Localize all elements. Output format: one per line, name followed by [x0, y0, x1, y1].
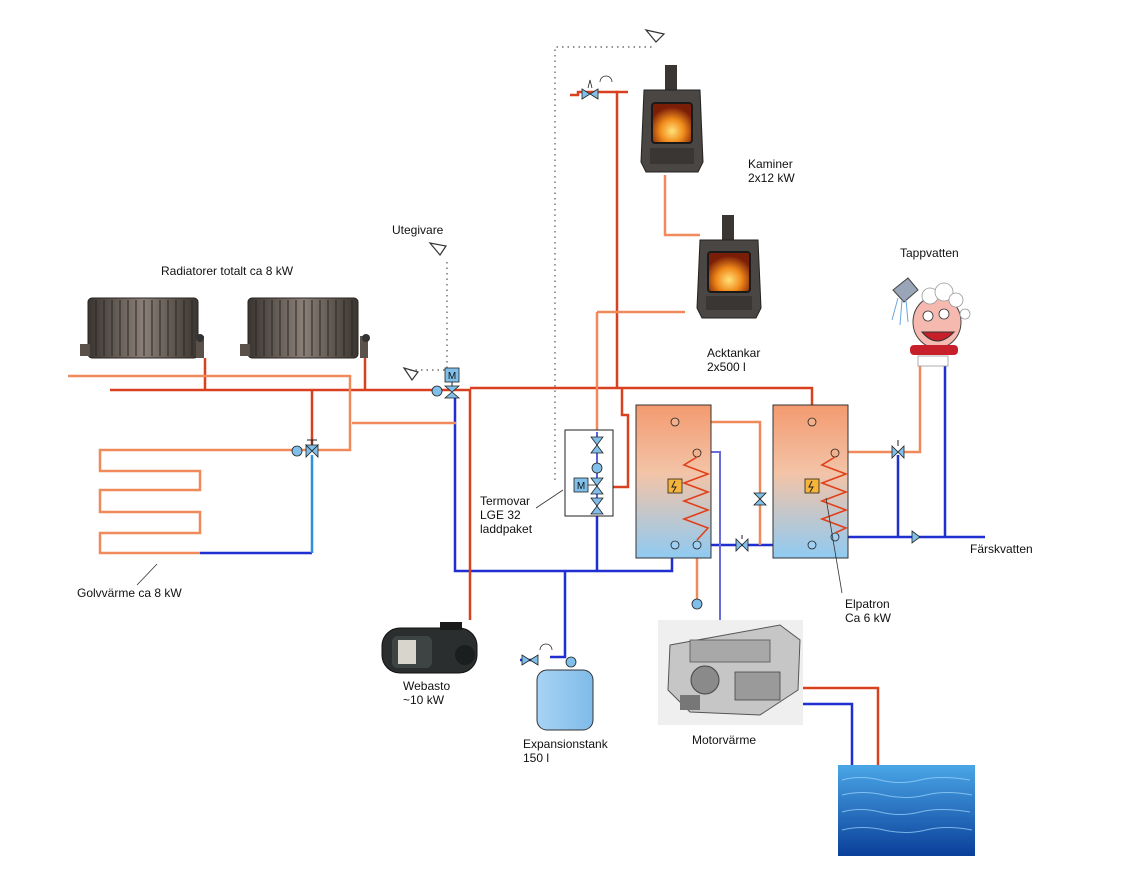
tanks-label-line1: Acktankar	[707, 346, 761, 360]
outdoor-sensor-label: Utegivare	[392, 223, 444, 237]
sea-water	[838, 765, 975, 856]
floor-heating-leader-line	[136, 563, 158, 586]
radiator-right	[240, 297, 370, 359]
engine-heat-label: Motorvärme	[692, 733, 757, 747]
floor-heating-label: Golvvärme ca 8 kW	[77, 586, 182, 600]
valve-tap-water	[891, 440, 905, 459]
webasto-label: Webasto ~10 kW	[403, 679, 450, 707]
charging-unit	[564, 429, 614, 517]
stove-upper	[640, 65, 704, 173]
fresh-water-label: Färskvatten	[970, 542, 1033, 556]
charging-unit-label-line3: laddpaket	[480, 522, 533, 536]
immersion-heater-label-line2: Ca 6 kW	[845, 611, 892, 625]
accumulator-tank-right	[772, 404, 849, 559]
stove-lower	[696, 215, 762, 319]
charging-unit-label-line1: Termovar	[480, 494, 531, 508]
sensor-antenna-icon	[402, 29, 666, 382]
shower-figure-icon	[891, 277, 971, 367]
tap-water-label: Tappvatten	[900, 246, 959, 260]
expansion-tank-label-line1: Expansionstank	[523, 737, 608, 751]
charging-motor-symbol: M	[577, 481, 585, 492]
expansion-tank-label-line2: 150 l	[523, 751, 550, 765]
immersion-heater-label-line1: Elpatron	[845, 597, 890, 611]
charging-unit-label-line2: LGE 32	[480, 508, 521, 522]
webasto-label-line1: Webasto	[403, 679, 451, 693]
webasto-heater	[381, 622, 478, 674]
charging-unit-label: Termovar LGE 32 laddpaket	[480, 494, 532, 536]
mixing-valve-radiator	[431, 367, 461, 399]
radiators-label: Radiatorer totalt ca 8 kW	[161, 264, 294, 278]
safety-valve-stove	[581, 75, 613, 100]
expansion-tank	[521, 643, 594, 731]
radiator-left	[80, 297, 204, 359]
engine-icon	[658, 620, 803, 725]
immersion-leader-line	[825, 497, 843, 594]
sensor-wires	[410, 46, 655, 480]
tanks-label: Acktankar 2x500 l	[707, 346, 760, 374]
immersion-heater-label: Elpatron Ca 6 kW	[845, 597, 891, 625]
radiator-valve-motor-symbol: M	[448, 371, 456, 382]
check-valve-fresh-water	[911, 530, 921, 544]
charging-leader-line	[535, 489, 564, 509]
stoves-label-line1: Kaminer	[748, 157, 793, 171]
expansion-tank-label: Expansionstank 150 l	[523, 737, 608, 765]
stoves-label-line2: 2x12 kW	[748, 171, 795, 185]
webasto-label-line2: ~10 kW	[403, 693, 445, 707]
accumulator-tank-left	[635, 404, 712, 559]
stoves-label: Kaminer 2x12 kW	[748, 157, 795, 185]
tanks-label-line2: 2x500 l	[707, 360, 746, 374]
engine-circulation-pump	[691, 598, 703, 610]
valve-between-tanks	[735, 492, 767, 552]
mixing-valve-floor	[291, 439, 319, 458]
